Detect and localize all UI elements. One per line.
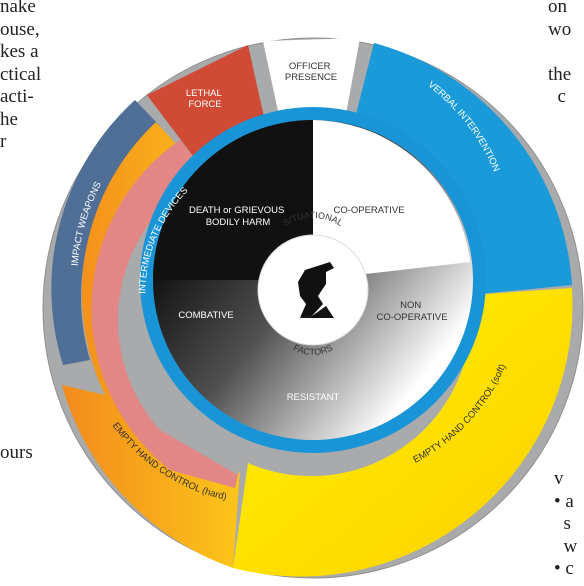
officer-presence-segment [263,38,360,130]
impact-weapons-segment [51,100,160,365]
death-label: DEATH or GRIEVOUS BODILY HARM [189,205,287,228]
lethal-force-label: LETHAL FORCE [186,88,224,110]
background-text-line: w [554,535,578,557]
background-text-line: • c [554,558,574,579]
background-text-line: s [554,513,571,534]
background-text-line: on [548,0,567,17]
background-text-line: c [548,86,566,107]
resistant-label: RESISTANT [287,392,340,403]
background-text-line: the [548,63,572,85]
background-text-line: acti- [0,86,34,107]
background-text-line: kes a [0,41,39,62]
non-cooperative-label: NON CO-OPERATIVE [376,300,447,323]
combative-label: COMBATIVE [178,310,233,321]
background-text-line: ouse, [0,18,40,40]
verbal-intervention-segment [352,43,572,295]
officer-silhouette-icon [288,262,334,318]
officer-presence-label: OFFICER PRESENCE [285,61,337,83]
background-text-line: ctical [0,63,42,85]
background-text-line: wo [548,18,572,40]
cooperative-label: CO-OPERATIVE [333,205,404,216]
empty-hand-soft-segment [233,288,573,577]
factors-label: FACTORS [292,342,334,357]
background-text-left-bottom: ours [0,442,33,463]
background-text-right-bottom: v• a s w• c [554,468,577,581]
background-text-line: nake [0,0,36,17]
background-text-line: r [0,131,7,152]
background-text-line: • a [554,490,574,512]
background-text-line: he [0,108,18,130]
cooperative-quadrant [313,120,470,280]
background-text-line: v [554,468,564,489]
death-quadrant [153,120,313,280]
intermediate-devices-segment [91,140,238,488]
